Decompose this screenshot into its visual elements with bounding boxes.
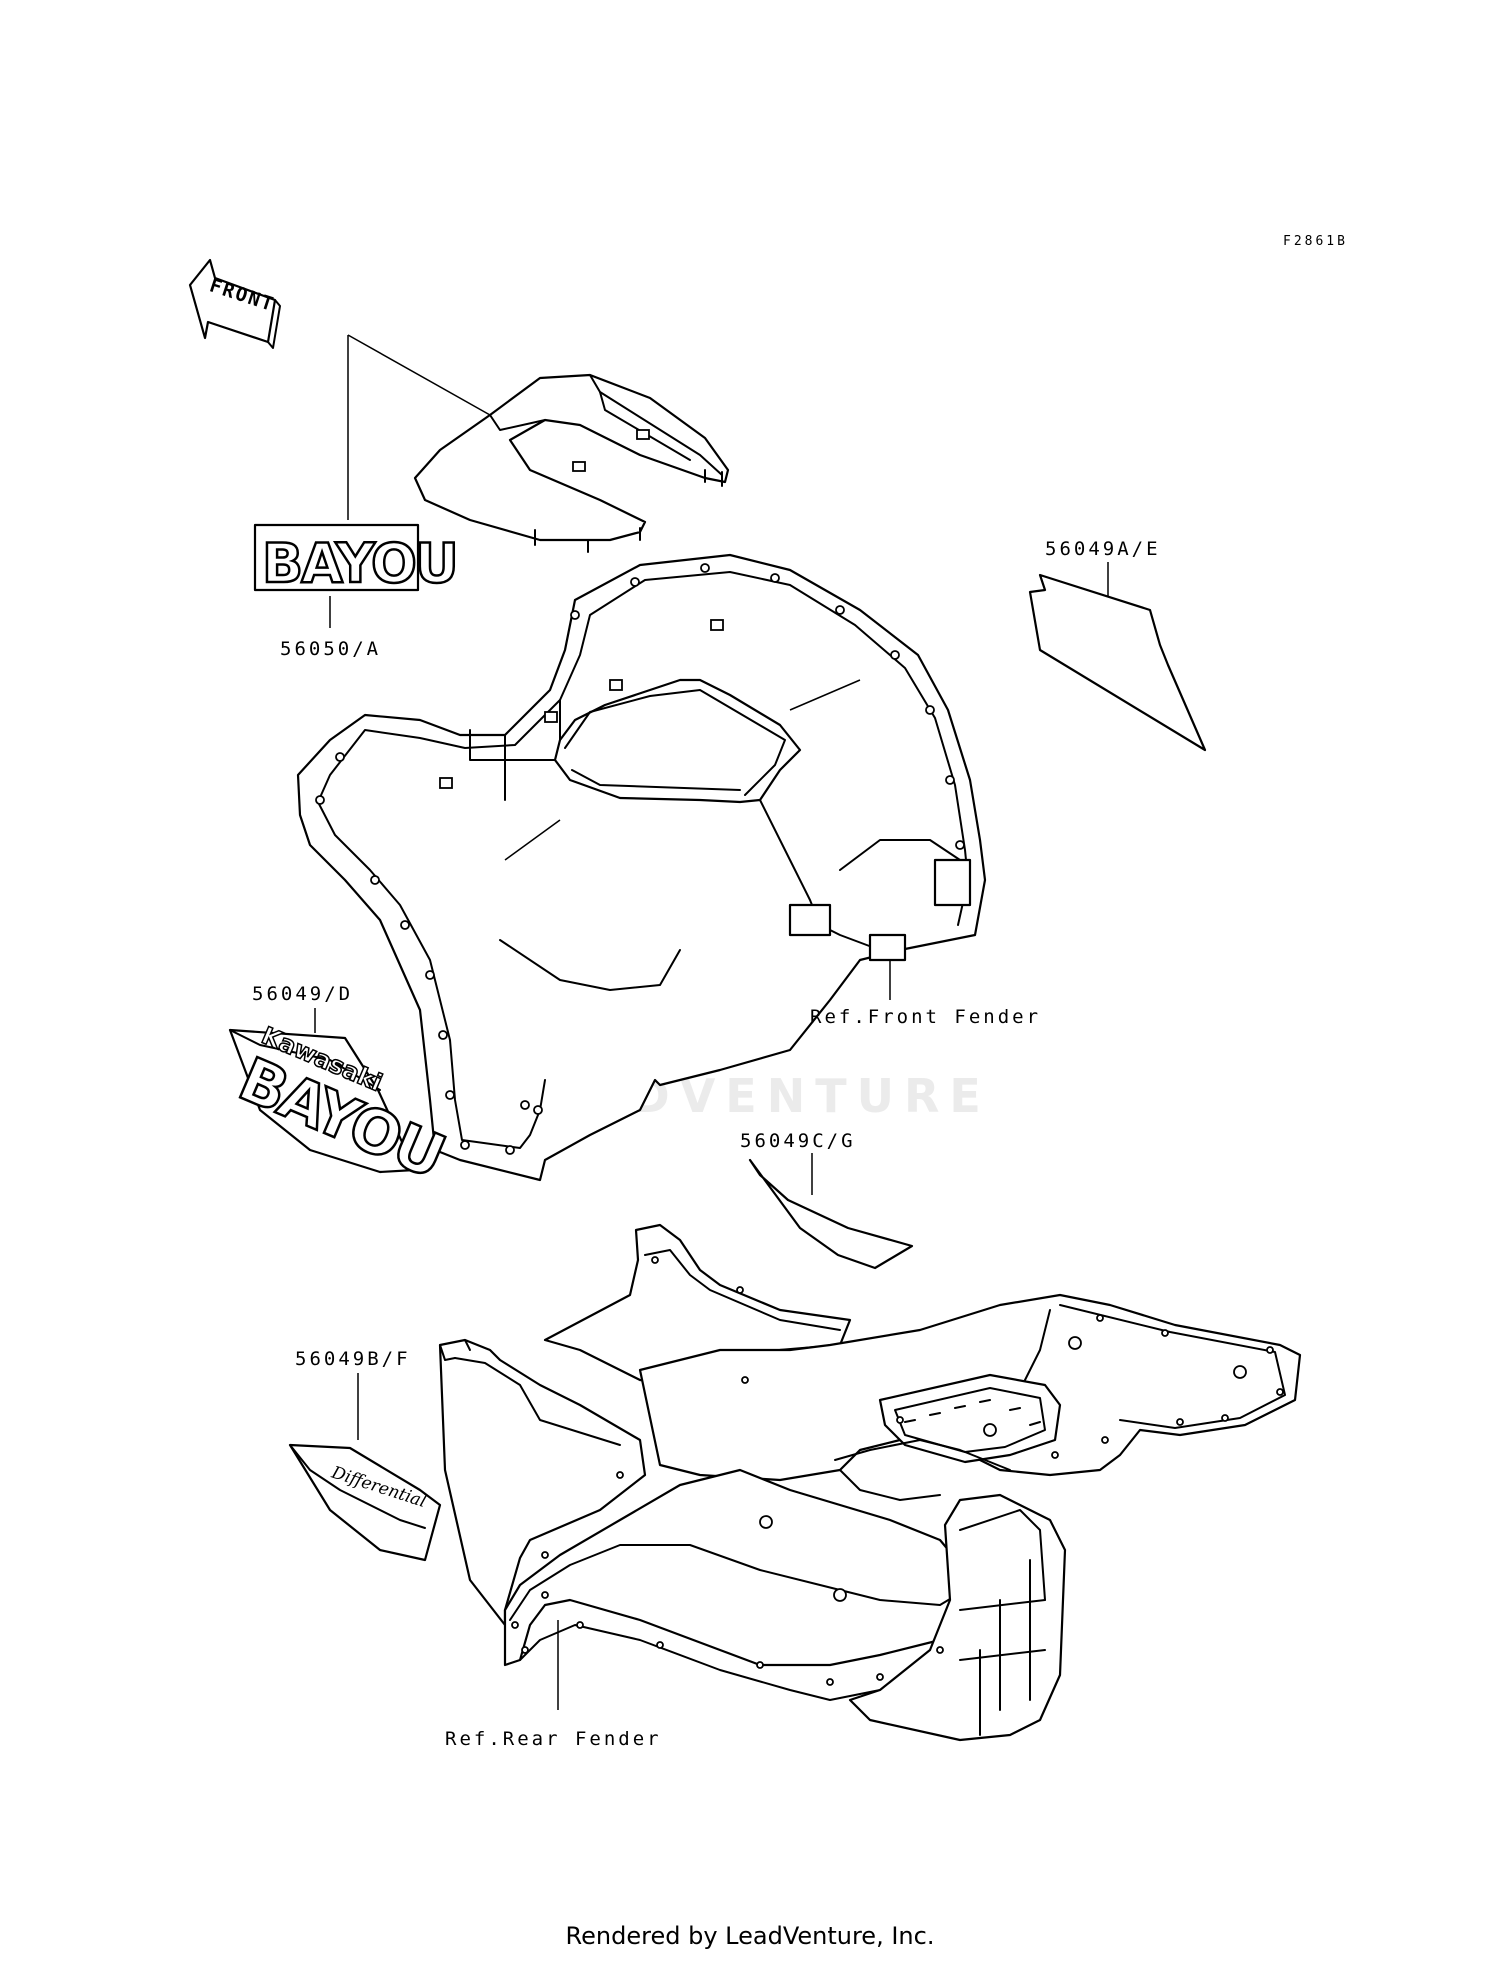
differential-decal: Differential <box>288 1443 442 1562</box>
front-cover-part <box>413 373 730 553</box>
footer-credit: Rendered by LeadVenture, Inc. <box>565 1922 935 1950</box>
callout-56049BF: 56049B/F <box>295 1348 411 1440</box>
callout-56049CG: 56049C/G <box>740 1130 856 1195</box>
bayou-small-text: BAYOU <box>262 532 457 595</box>
callout-56050A: 56050/A <box>280 334 491 660</box>
front-arrow-icon: FRONT <box>188 258 281 349</box>
callout-label-56049D: 56049/D <box>252 983 353 1005</box>
callout-label-56049CG: 56049C/G <box>740 1130 856 1152</box>
decal-56049CG <box>748 1158 914 1270</box>
rear-fender-holes <box>511 1256 1284 1686</box>
callout-label-56050A: 56050/A <box>280 638 381 660</box>
callout-56049D: 56049/D <box>252 983 353 1033</box>
bayou-small-decal: BAYOU <box>253 523 460 596</box>
decal-56049AE <box>1028 573 1207 752</box>
rear-fender-part <box>438 1223 1302 1742</box>
callout-label-ref-front: Ref.Front Fender <box>810 1006 1041 1028</box>
front-fender-part <box>296 553 987 1182</box>
figure-code: F2861B <box>1283 234 1348 249</box>
callout-label-56049AE: 56049A/E <box>1045 538 1161 560</box>
callout-label-56049BF: 56049B/F <box>295 1348 411 1370</box>
callout-label-ref-rear: Ref.Rear Fender <box>445 1728 662 1750</box>
front-fender-holes <box>315 563 965 1155</box>
